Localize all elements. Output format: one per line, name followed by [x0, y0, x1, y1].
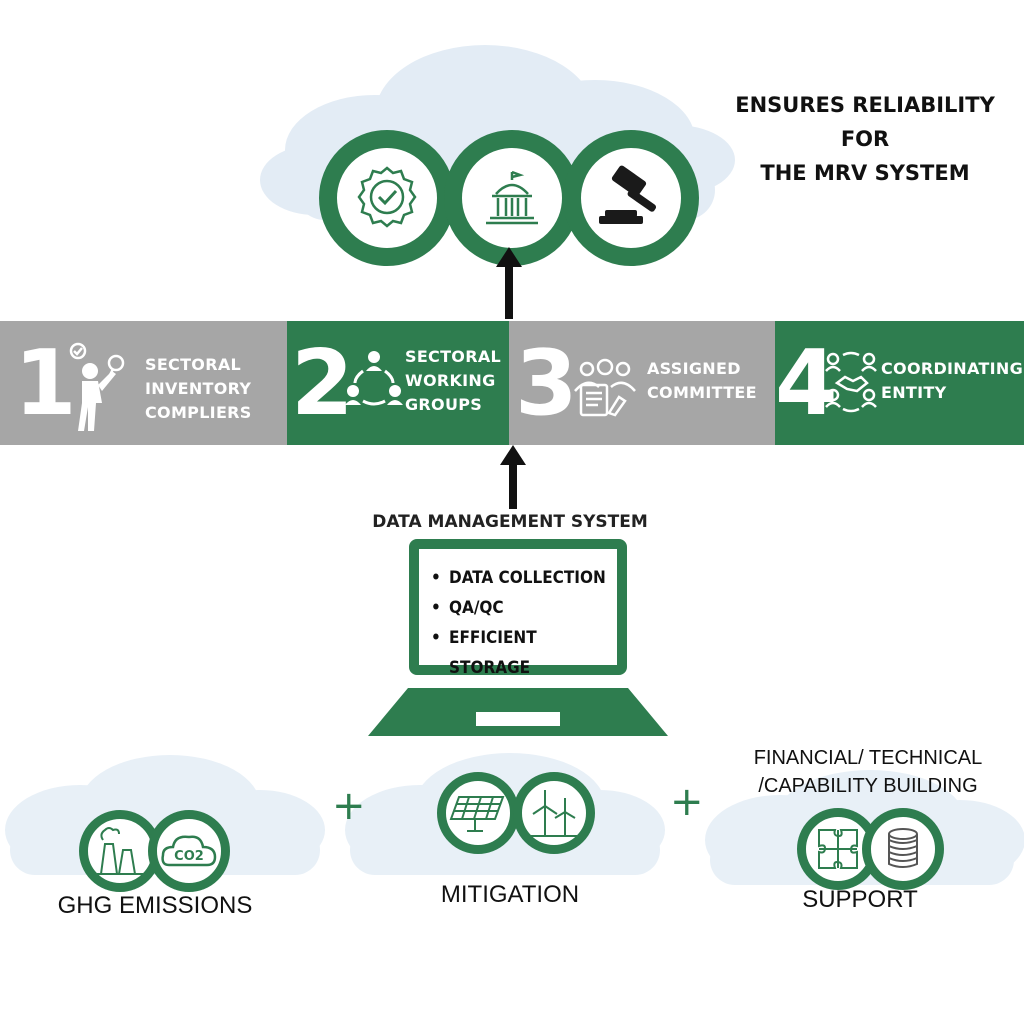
- step-label-line: COMPLIERS: [145, 403, 252, 422]
- step-label-line: SECTORAL: [145, 355, 242, 374]
- step-label-line: COMMITTEE: [647, 383, 757, 402]
- wind-ring: [513, 772, 595, 854]
- step-label: COORDINATING ENTITY: [881, 357, 1023, 405]
- list-item: QA/QC: [431, 593, 617, 623]
- government-building-icon: [486, 170, 538, 225]
- step-4-panel: 4 COORDINATING ENTITY: [775, 321, 1024, 445]
- step-label: SECTORAL WORKING GROUPS: [405, 345, 501, 417]
- solar-panel-icon: [449, 796, 505, 832]
- reliability-headline: ENSURES RELIABILITY FOR THE MRV SYSTEM: [700, 88, 1024, 190]
- handshake-coordination-icon: [825, 351, 877, 413]
- plus-sign: +: [332, 783, 366, 829]
- verified-badge-icon: [357, 166, 417, 228]
- support-label: SUPPORT: [802, 886, 918, 913]
- step-label-line: WORKING: [405, 371, 496, 390]
- data-management-title: DATA MANAGEMENT SYSTEM: [372, 512, 648, 532]
- step-number: 3: [515, 331, 578, 436]
- factory-emissions-icon: [97, 827, 143, 875]
- coins-icon: [888, 828, 918, 868]
- support-line: FINANCIAL/ TECHNICAL: [753, 747, 983, 769]
- ghg-co2-ring: CO2: [148, 810, 230, 892]
- verified-badge-ring: [319, 130, 455, 266]
- arrow-up-bottom: [500, 445, 526, 509]
- step-label-line: GROUPS: [405, 395, 483, 414]
- group-network-icon: [345, 351, 403, 406]
- headline-line: THE MRV SYSTEM: [760, 161, 970, 185]
- support-line: /CAPABILITY BUILDING: [758, 775, 978, 797]
- wind-turbine-icon: [531, 790, 577, 837]
- list-item: DATA COLLECTION: [431, 563, 617, 593]
- committee-icon: [574, 358, 636, 417]
- step-label-line: COORDINATING: [881, 359, 1024, 378]
- arrow-up-top: [496, 247, 522, 319]
- worker-inspection-icon: [69, 342, 125, 431]
- step-1-panel: 1 SECTORAL INVENTORY COMPLIERS: [0, 321, 287, 445]
- step-label-line: ENTITY: [881, 383, 947, 402]
- step-label: SECTORAL INVENTORY COMPLIERS: [145, 353, 252, 425]
- puzzle-icon: [818, 829, 858, 869]
- plus-sign: +: [670, 779, 704, 825]
- step-number: 2: [291, 331, 354, 436]
- headline-line: FOR: [840, 127, 890, 151]
- solar-ring: [437, 772, 519, 854]
- ghg-emissions-label: GHG EMISSIONS: [57, 892, 253, 919]
- co2-label: CO2: [174, 849, 204, 864]
- step-label: ASSIGNED COMMITTEE: [647, 357, 757, 405]
- step-3-panel: 3 ASSIGNED COMMITTEE: [509, 321, 775, 445]
- step-number: 1: [14, 331, 77, 436]
- list-item: EFFICIENT STORAGE: [431, 623, 617, 683]
- headline-line: ENSURES RELIABILITY: [735, 93, 995, 117]
- gavel-icon: [599, 165, 657, 224]
- laptop-base: [368, 688, 668, 736]
- step-label-line: SECTORAL: [405, 347, 502, 366]
- co2-cloud-icon: CO2: [161, 835, 217, 867]
- step-number: 4: [775, 331, 838, 436]
- laptop-screen: DATA COLLECTION QA/QC EFFICIENT STORAGE: [409, 539, 627, 678]
- step-label-line: INVENTORY: [145, 379, 252, 398]
- data-management-list: DATA COLLECTION QA/QC EFFICIENT STORAGE: [419, 549, 617, 683]
- mitigation-label: MITIGATION: [440, 881, 580, 908]
- support-description: FINANCIAL/ TECHNICAL /CAPABILITY BUILDIN…: [740, 744, 996, 800]
- government-building-ring: [444, 130, 580, 266]
- step-2-panel: 2 SECTORAL WORKING GROUPS: [287, 321, 509, 445]
- gavel-ring: [563, 130, 699, 266]
- step-label-line: ASSIGNED: [647, 359, 741, 378]
- coins-ring: [862, 808, 944, 890]
